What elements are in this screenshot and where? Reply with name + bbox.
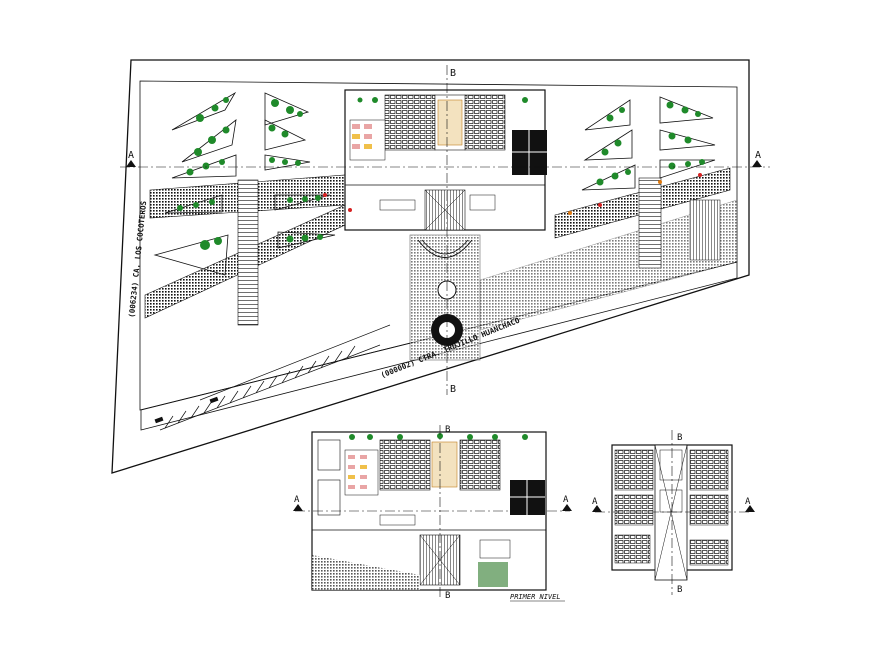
parked-car: [209, 396, 219, 404]
floor-plan-caption: PRIMER NIVEL: [510, 593, 561, 601]
floor-plan-primer-nivel: A A B B PRIMER NIVEL: [293, 425, 572, 602]
floor-section-right: A: [563, 495, 569, 505]
main-building-site: [344, 89, 547, 231]
upper-floor-plan: A A B B: [592, 430, 755, 595]
section-marker-right: [752, 160, 762, 167]
upper-section-top: B: [677, 433, 682, 443]
entrance-steps-2: [421, 239, 469, 255]
section-label-left: A: [128, 150, 134, 161]
section-marker-left: [126, 160, 136, 167]
upper-section-right: A: [745, 497, 751, 507]
parking-row: [159, 324, 391, 431]
parked-car: [154, 416, 164, 424]
ramp-right: [638, 177, 662, 269]
right-planters: [581, 96, 716, 191]
upper-section-bottom: B: [677, 585, 682, 595]
trees: [177, 97, 705, 250]
ramp-left: [237, 179, 259, 326]
section-label-top: B: [450, 68, 456, 79]
floor-section-bottom: B: [445, 591, 450, 601]
floor-section-top: B: [445, 425, 450, 435]
lot-boundary: [111, 59, 750, 474]
upper-section-left: A: [592, 497, 598, 507]
section-label-bottom: B: [450, 384, 456, 395]
entrance-steps: [417, 239, 473, 258]
section-label-right: A: [755, 150, 761, 161]
accent-markers: [323, 173, 702, 215]
floor-section-left: A: [294, 495, 300, 505]
ramp-right-2: [689, 199, 721, 261]
site-plan: A A B B (006234) CA. LOS COCOTEROS (0000…: [111, 59, 770, 474]
